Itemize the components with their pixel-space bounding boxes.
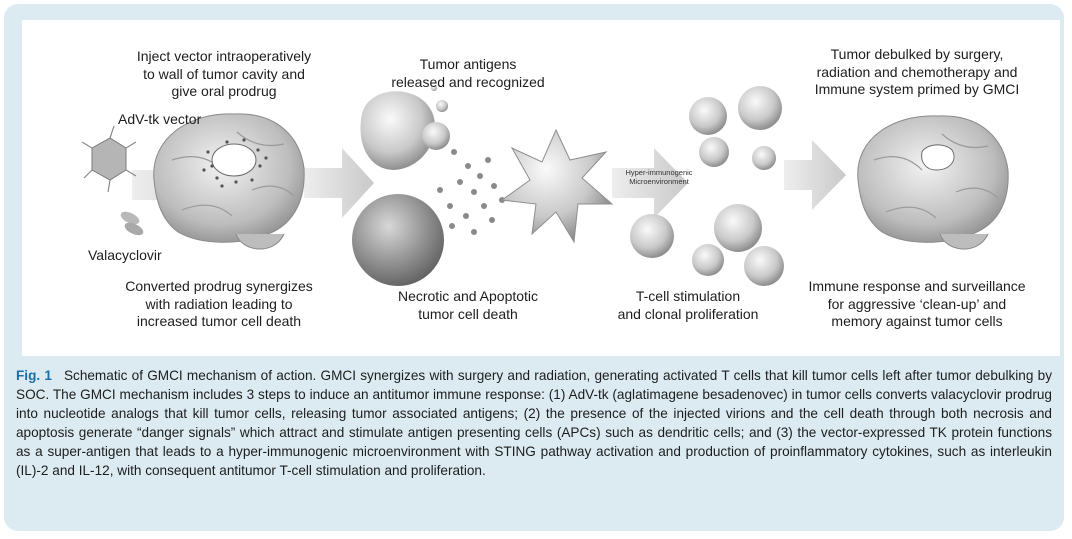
t-cell-label: T-cell stimulation and clonal proliferat… <box>617 288 759 322</box>
immune-response-label: Immune response and surveillance for agg… <box>808 278 1026 329</box>
converted-prodrug-label: Converted prodrug synergizes with radiat… <box>125 278 313 329</box>
cell-death-label: Necrotic and Apoptotic tumor cell death <box>397 288 539 322</box>
antigen-particles <box>437 149 505 235</box>
schematic-artwork <box>81 85 1009 286</box>
figure-frame: Inject vector intraoperatively to wall o… <box>4 4 1064 531</box>
process-arrow-2 <box>304 148 374 218</box>
brain-after-debulking <box>857 115 1009 250</box>
process-arrow-3 <box>612 148 688 218</box>
t-cells <box>630 86 784 286</box>
valacyclovir-label: Valacyclovir <box>88 247 162 263</box>
tumor-antigens-label: Tumor antigens released and recognized <box>391 56 545 90</box>
necrotic-tumor-cell <box>360 85 450 170</box>
brain-with-tumor-cavity <box>153 113 305 250</box>
valacyclovir-pills-icon <box>120 211 144 236</box>
caption-text: Schematic of GMCI mechanism of action. G… <box>16 368 1052 478</box>
microenvironment-label: Hyper-immunogenic Microenvironment <box>625 168 693 186</box>
figure-number: Fig. 1 <box>16 368 52 383</box>
process-arrow-4 <box>784 140 846 210</box>
vector-label: AdV-tk vector <box>118 111 202 127</box>
adv-tk-virus-icon <box>81 125 137 193</box>
schematic-panel: Inject vector intraoperatively to wall o… <box>22 20 1060 356</box>
debulked-label: Tumor debulked by surgery, radiation and… <box>814 46 1020 97</box>
inject-label: Inject vector intraoperatively to wall o… <box>136 48 312 99</box>
apoptotic-tumor-cell <box>352 194 444 286</box>
dendritic-cell-icon <box>500 128 614 244</box>
